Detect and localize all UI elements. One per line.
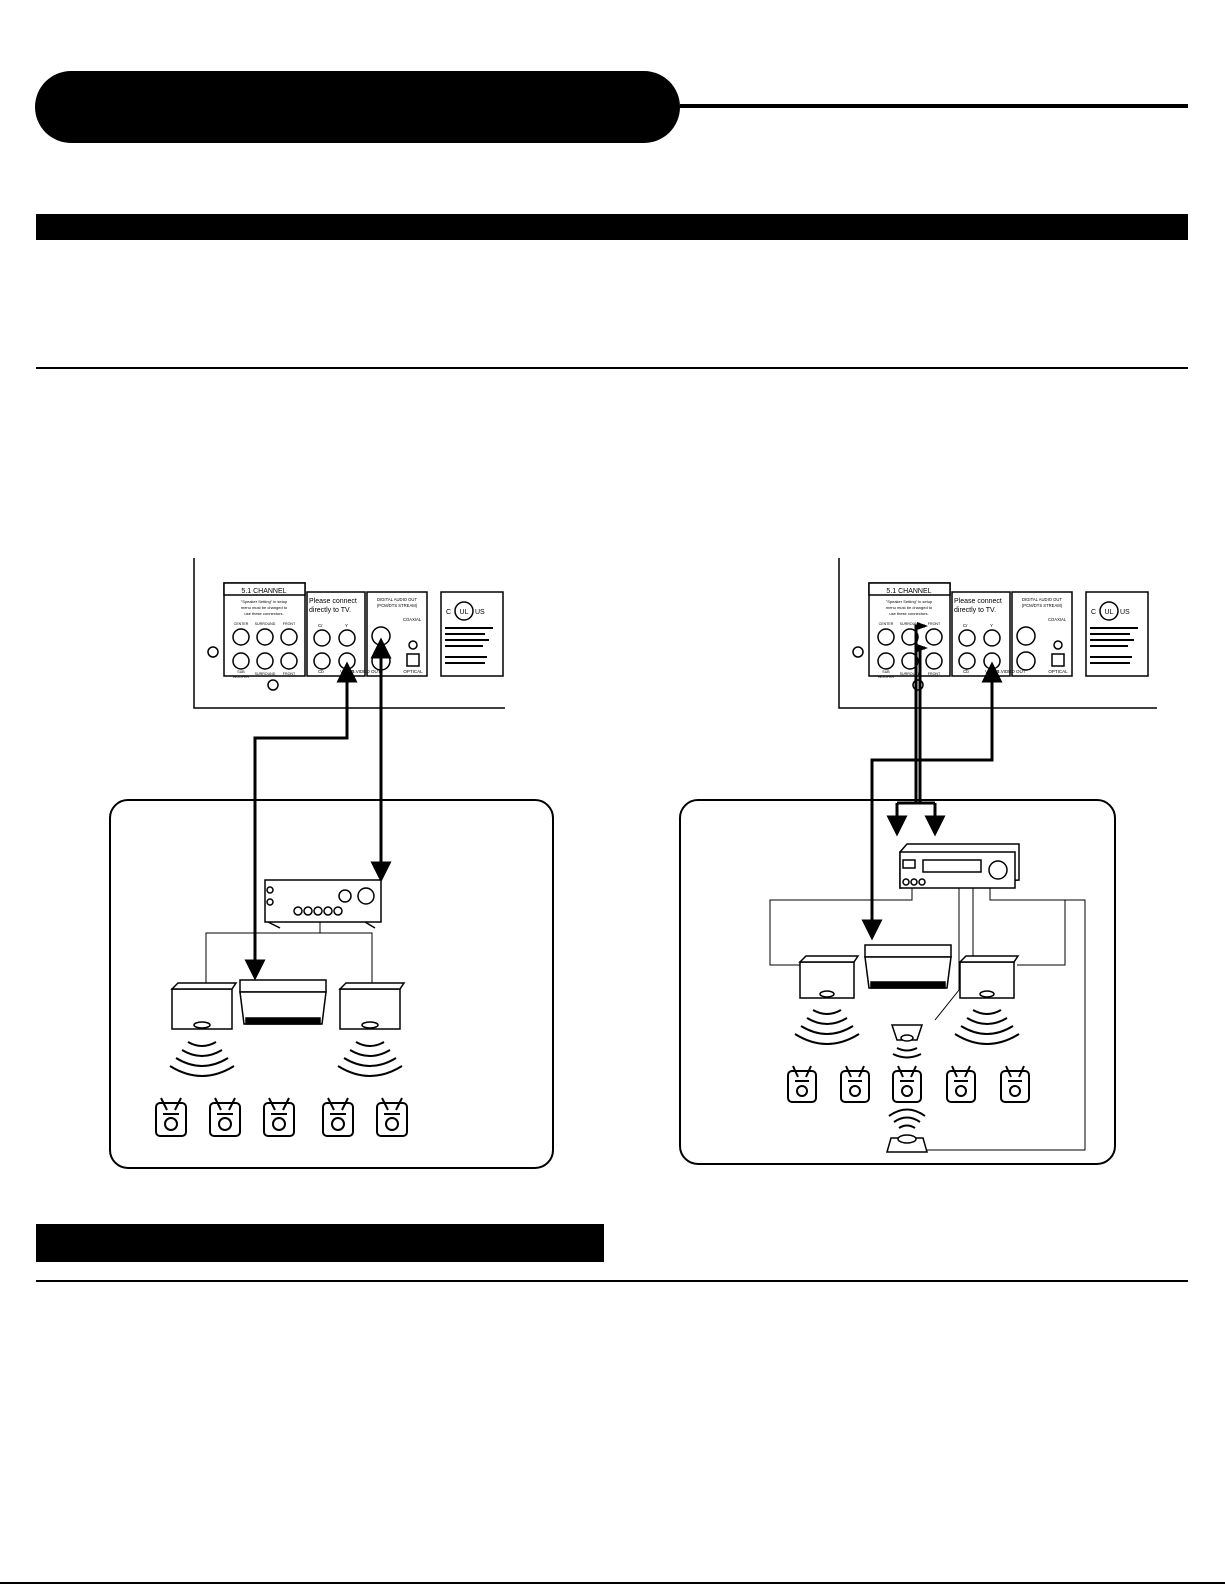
center-speaker-icon — [890, 1024, 924, 1042]
sound-waves-icon — [169, 1041, 403, 1077]
jack-label-sub: SUB — [237, 670, 245, 674]
left-speaker-icon — [170, 982, 238, 1030]
jack-label-center: CENTER — [879, 622, 894, 626]
connect-note-line1: Please connect — [954, 598, 1002, 605]
subwoofer-icon — [886, 1134, 928, 1153]
left-room-box — [109, 799, 554, 1169]
jack-label-cr: Cr — [963, 623, 968, 628]
ul-mark: UL — [1105, 609, 1114, 616]
connect-note-line1: Please connect — [309, 598, 357, 605]
ul-us: US — [1120, 609, 1130, 616]
sound-waves-icon — [794, 1009, 1020, 1059]
jack-label-front: FRONT — [283, 672, 296, 676]
jack-label-front: FRONT — [283, 622, 296, 626]
subsection-header-bar — [36, 1224, 604, 1262]
page-bottom-rule — [0, 1582, 1225, 1584]
jack-label-sub: SUB — [882, 670, 890, 674]
stereo-amplifier — [264, 879, 382, 929]
front-left-speaker-icon — [798, 955, 860, 999]
listener-icons — [787, 1065, 1030, 1103]
speaker-wires — [205, 922, 373, 988]
jack-label-coaxial: COAXIAL — [1048, 617, 1067, 622]
jack-label-surround: SURROUND — [900, 672, 921, 676]
ul-mark: UL — [460, 609, 469, 616]
listener-icons — [155, 1097, 408, 1137]
speaker-note-line3: use these connectors. — [244, 611, 283, 616]
jack-label-digital-1: DIGITAL AUDIO OUT — [1022, 597, 1062, 602]
jack-label-y: Y — [345, 623, 348, 628]
channel-title: 5.1 CHANNEL — [886, 588, 931, 595]
jack-arrows — [917, 622, 928, 652]
jack-label-optical: OPTICAL — [403, 669, 423, 674]
tv — [239, 979, 327, 1025]
speaker-wires — [769, 888, 1086, 1151]
connect-note-line2: directly to TV. — [309, 607, 351, 614]
dvd-rear-panel — [193, 558, 505, 709]
jack-label-optical: OPTICAL — [1048, 669, 1068, 674]
jack-label-front: FRONT — [928, 672, 941, 676]
divider-rule — [36, 1280, 1188, 1282]
speaker-note-line1: "Speaker Setting" in setup — [886, 599, 933, 604]
jack-label-y: Y — [990, 623, 993, 628]
connect-note-line2: directly to TV. — [954, 607, 996, 614]
jack-label-cr: Cr — [318, 623, 323, 628]
speaker-note-line2: menu must be changed to — [886, 605, 933, 610]
av-receiver — [899, 843, 1020, 889]
jack-label-digital-1: DIGITAL AUDIO OUT — [377, 597, 417, 602]
jack-label-coaxial: COAXIAL — [403, 617, 422, 622]
ul-c: C — [1091, 609, 1096, 616]
divider-rule — [36, 367, 1188, 369]
jack-label-surround: SURROUND — [900, 622, 921, 626]
channel-title: 5.1 CHANNEL — [241, 588, 286, 595]
jack-label-cb: Cb — [318, 669, 324, 674]
dvd-rear-panel — [838, 558, 1157, 709]
subwoofer-waves-icon — [888, 1108, 926, 1129]
right-diagram: 5.1 CHANNEL "Speaker Setting" in setup m… — [679, 558, 1157, 1165]
speaker-note-line1: "Speaker Setting" in setup — [241, 599, 288, 604]
speaker-note-line3: use these connectors. — [889, 611, 928, 616]
jack-label-svideo: S.VIDEO OUT — [996, 669, 1025, 674]
front-right-speaker-icon — [958, 955, 1020, 999]
left-panel-labels: 5.1 CHANNEL "Speaker Setting" in setup m… — [233, 588, 493, 679]
section-title-pill — [35, 71, 680, 143]
ul-us: US — [475, 609, 485, 616]
tv — [864, 944, 952, 989]
jack-label-digital-2: (PCM/DTS STREAM) — [1022, 603, 1063, 608]
jack-label-woofer: WOOFER — [878, 675, 895, 679]
jack-label-svideo: S.VIDEO OUT — [351, 669, 380, 674]
jack-label-woofer: WOOFER — [233, 675, 250, 679]
jack-label-digital-2: (PCM/DTS STREAM) — [377, 603, 418, 608]
title-rule — [680, 104, 1188, 108]
section-header-bar — [36, 214, 1188, 240]
jack-label-surround: SURROUND — [255, 622, 276, 626]
left-cables — [244, 637, 392, 981]
right-speaker-icon — [338, 982, 406, 1030]
left-diagram: 5.1 CHANNEL "Speaker Setting" in setup m… — [109, 558, 554, 1169]
jack-label-surround: SURROUND — [255, 672, 276, 676]
right-room-box — [679, 799, 1116, 1165]
speaker-note-line2: menu must be changed to — [241, 605, 288, 610]
jack-label-cb: Cb — [963, 669, 969, 674]
jack-label-front: FRONT — [928, 622, 941, 626]
jack-label-center: CENTER — [234, 622, 249, 626]
ul-c: C — [446, 609, 451, 616]
